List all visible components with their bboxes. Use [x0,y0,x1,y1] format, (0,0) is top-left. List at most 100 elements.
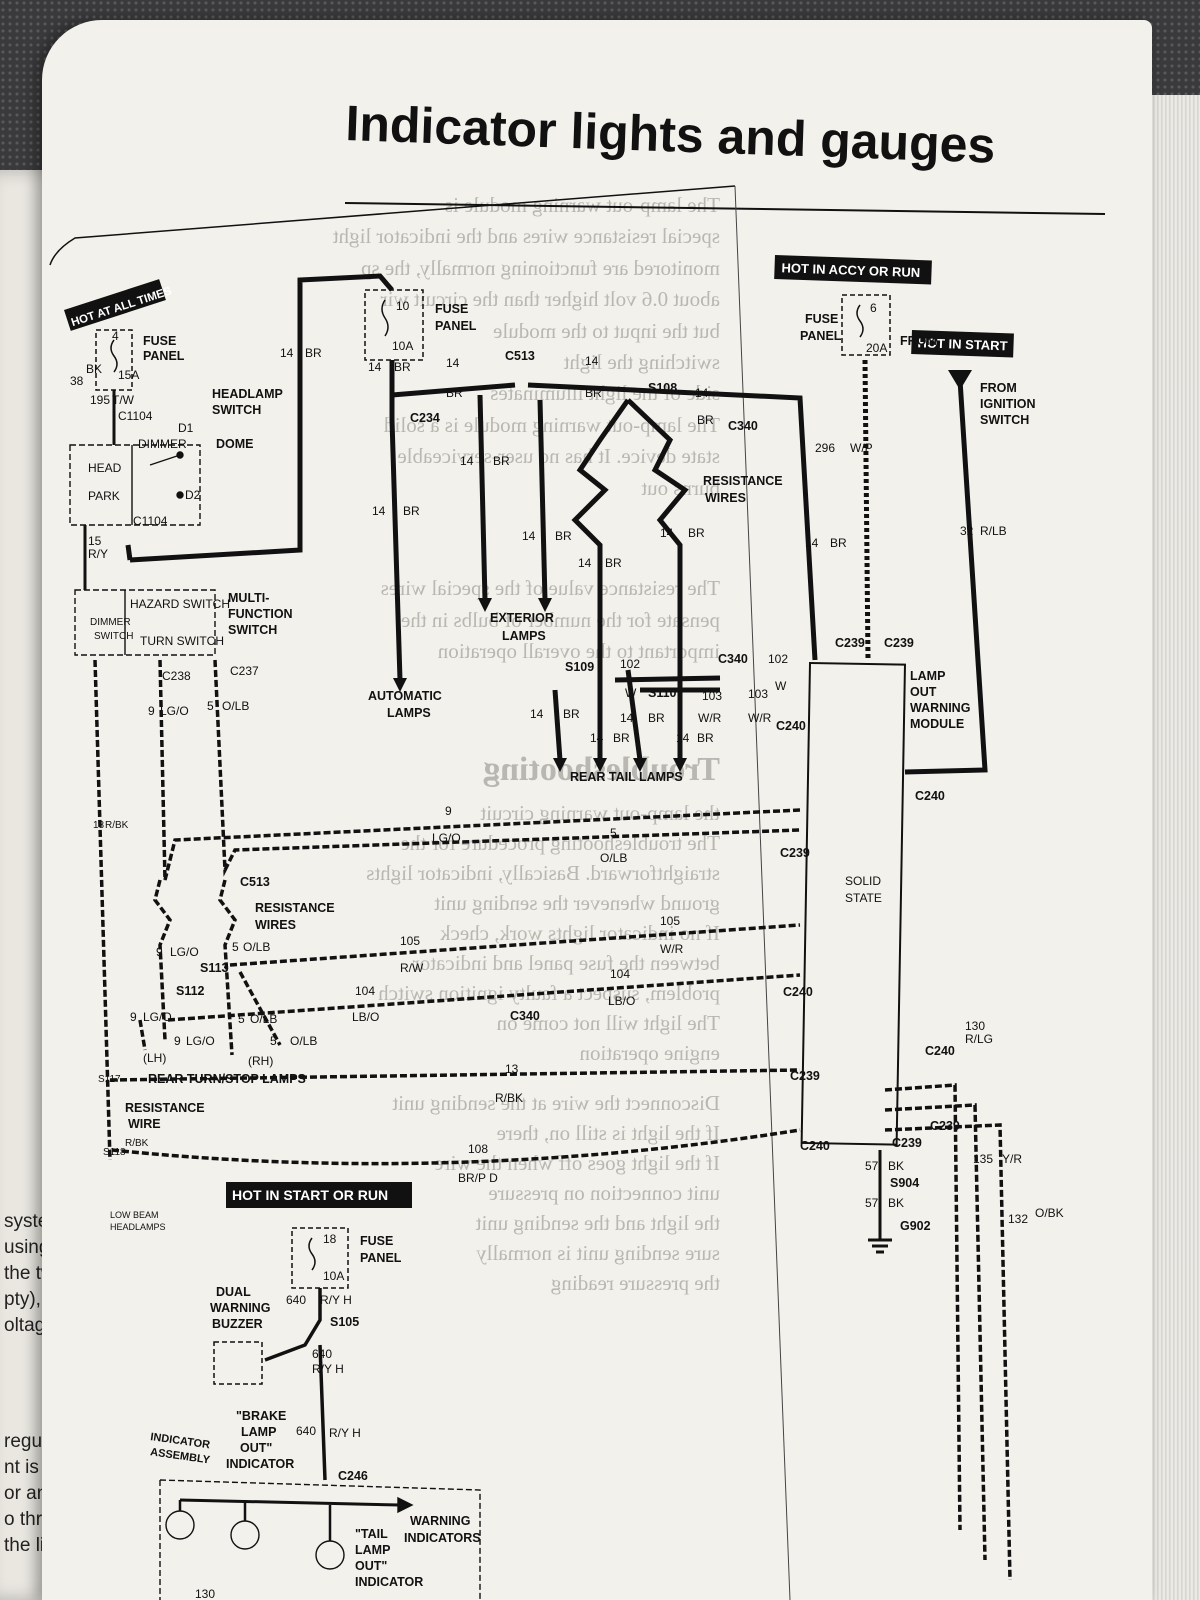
dimmer-label: DIMMER [138,437,187,451]
wire-15: 15 [88,534,102,548]
ghost-text-line: the lamp-out warning circuit [480,801,720,825]
dome-label: DOME [216,437,254,451]
ghost-text-line: about 0.6 volt higher than the circuit w… [381,287,720,311]
wire-14: 14 [590,731,604,745]
wire-lbo: LB/O [608,994,635,1008]
s117-connector: S117 [98,1074,121,1085]
wire-w: W [775,679,787,693]
head-label: HEAD [88,461,122,475]
fuse2-amps: 10A [392,339,413,353]
multi-function-label: FUNCTION [228,607,293,621]
c239-connector: C239 [930,1119,960,1133]
ghost-text-line: straightforward. Basically, indicator li… [366,861,720,885]
fuse4-num: 18 [323,1232,337,1246]
svg-text:HOT IN START: HOT IN START [917,335,1008,353]
c239-connector: C239 [780,846,810,860]
s109-connector: S109 [565,660,594,674]
ghost-text-line: the light and the sending unit [475,1211,720,1235]
g902-connector: G902 [900,1219,931,1233]
exterior-lamps-label: EXTERIOR [490,611,554,625]
ghost-text-line: pensate for the number of bulbs in the [401,608,720,632]
wire-9: 9 [445,804,452,818]
wire-olb: O/LB [250,1012,277,1026]
c239-connector: C239 [884,636,914,650]
wire-14: 14 [372,504,386,518]
wire-lgo: LG/O [186,1034,215,1048]
wire-brpd: BR/P D [458,1171,498,1185]
fuse4-amps: 10A [323,1269,344,1283]
wire-olb: O/LB [600,851,627,865]
wire-14: 14 [368,360,382,374]
ghost-text-line: engine operation [579,1041,720,1065]
wire-br: BR [697,413,714,427]
c513-connector: C513 [240,875,270,889]
wire-14: 14 [660,526,674,540]
headlamp-switch-label: SWITCH [212,403,261,417]
fuse2-label: FUSE [435,302,468,316]
wire-obk: O/BK [1035,1206,1064,1220]
rear-tail-lamps-label: REAR TAIL LAMPS [570,770,683,784]
wire-14: 14 [530,707,544,721]
multi-function-switch [74,589,216,656]
wire-104: 104 [610,967,630,981]
c240-connector: C240 [783,985,813,999]
wire-9: 9 [174,1034,181,1048]
fuse2-label: PANEL [435,319,477,333]
wire-rlg: R/LG [965,1032,993,1046]
wire-br: BR [305,346,322,360]
ghost-text-line: between the fuse panel and indicator [413,951,720,975]
lamp-out-module-label: WARNING [910,701,970,715]
ghost-text-line: If the light is still on, there [497,1121,720,1145]
s904-connector: S904 [890,1176,919,1190]
wire-640: 640 [312,1347,332,1361]
wire-olb: O/LB [243,940,270,954]
wire-bk: BK [888,1196,904,1210]
wire-14: 14 [620,711,634,725]
buzzer-box [213,1341,263,1385]
wire-135: 135 [973,1152,993,1166]
wire-14: 14 [522,529,536,543]
ghost-text-line: but the input to the module [493,319,720,343]
wire-br: BR [830,536,847,550]
dual-buzzer-label: BUZZER [212,1317,263,1331]
wire-olb: O/LB [222,699,249,713]
turn-switch-label: TURN SWITCH [140,634,224,648]
solid-state-label: SOLID [845,874,881,888]
wire-5: 5 [238,1012,245,1026]
from-ignition-label: FROM [980,381,1017,395]
wire-br: BR [697,731,714,745]
wire-lgo: LG/O [160,704,189,718]
ghost-text-line: monitored are functioning normally, the … [361,256,720,280]
lamp-out-module-label: OUT [910,685,937,699]
ghost-text-line: sure sending unit is normally [476,1241,720,1265]
wire-57: 57 [865,1159,879,1173]
wire-296: 296 [815,441,835,455]
hot-start-label: HOT IN START [911,330,1014,358]
dimmer-switch-label: DIMMER [90,617,131,628]
c239-connector: C239 [790,1069,820,1083]
brake-lamp-out-label: "BRAKE [236,1409,286,1423]
fuse4-label: FUSE [360,1234,393,1248]
fuse4-label: PANEL [360,1251,402,1265]
wire-130: 130 [965,1019,985,1033]
from-ignition-label: FROM [900,334,937,348]
c513-connector: C513 [505,349,535,363]
c239-connector: C239 [892,1136,922,1150]
wire-wr: W/R [698,711,722,725]
c1104-connector: C1104 [118,409,153,423]
ghost-text-line: special resistance wires and the indicat… [333,224,720,248]
tail-lamp-out-label: OUT" [355,1559,387,1573]
wire-132: 132 [1008,1212,1028,1226]
hot-start-run-label: HOT IN START OR RUN [226,1182,412,1208]
wire-lbo: LB/O [352,1010,379,1024]
wire-br: BR [493,454,510,468]
run-wiring [264,1288,327,1481]
title-rule [344,202,1106,215]
wire-wp: W/P [850,441,873,455]
wire-130: 130 [195,1587,215,1600]
wire-br: BR [613,731,630,745]
ghost-text-line: ground whenever the sending unit [434,891,720,915]
c340-connector: C340 [718,652,748,666]
